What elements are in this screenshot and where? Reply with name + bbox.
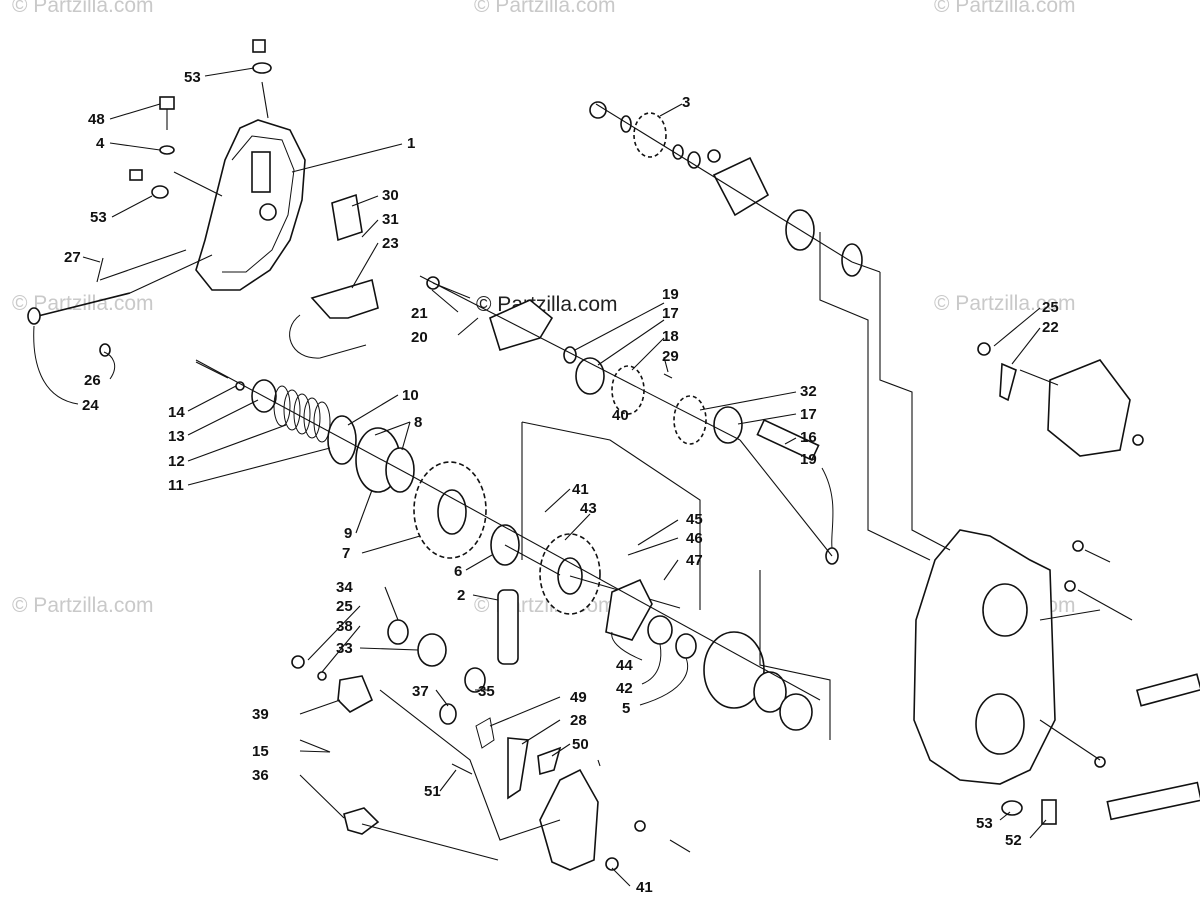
callouts: 53 48 4 53 1 30 31 23 27 26 24 14 13 12 …: [64, 69, 1059, 896]
callout-3: 3: [682, 94, 690, 111]
callout-14: 14: [168, 404, 185, 421]
callout-17: 17: [662, 305, 679, 322]
callout-44: 44: [616, 657, 633, 674]
callout-40: 40: [612, 407, 629, 424]
callout-47: 47: [686, 552, 703, 569]
watermark: © Partzilla.com: [12, 0, 154, 17]
callout-21: 21: [411, 305, 428, 322]
chain-case-cover: [195, 119, 306, 291]
watermark: © Partzilla.com: [934, 0, 1076, 17]
callout-52: 52: [1005, 832, 1022, 849]
callout-1: 1: [407, 135, 415, 152]
callout-26: 26: [84, 372, 101, 389]
callout-49: 49: [570, 689, 587, 706]
callout-19: 19: [800, 451, 817, 468]
callout-4: 4: [96, 135, 105, 152]
leader-lines: [33, 67, 1047, 887]
callout-33: 33: [336, 640, 353, 657]
callout-42: 42: [616, 680, 633, 697]
callout-41: 41: [572, 481, 589, 498]
callout-32: 32: [800, 383, 817, 400]
callout-25: 25: [1042, 299, 1059, 316]
callout-30: 30: [382, 187, 399, 204]
callout-37: 37: [412, 683, 429, 700]
callout-51: 51: [424, 783, 441, 800]
assembly-lines: [99, 81, 1101, 861]
callout-53: 53: [184, 69, 201, 86]
callout-36: 36: [252, 767, 269, 784]
callout-35: 35: [478, 683, 495, 700]
callout-41: 41: [636, 879, 653, 896]
callout-25: 25: [336, 598, 353, 615]
callout-53: 53: [90, 209, 107, 226]
callout-13: 13: [168, 428, 185, 445]
watermark: © Partzilla.com: [474, 0, 616, 17]
callout-2: 2: [457, 587, 465, 604]
watermarks: © Partzilla.com © Partzilla.com © Partzi…: [12, 0, 1076, 617]
part-drawings: [27, 39, 1200, 871]
callout-5: 5: [622, 700, 630, 717]
watermark: © Partzilla.com: [934, 292, 1076, 315]
callout-20: 20: [411, 329, 428, 346]
callout-10: 10: [402, 387, 419, 404]
callout-11: 11: [168, 477, 184, 494]
callout-7: 7: [342, 545, 350, 562]
callout-23: 23: [382, 235, 399, 252]
callout-19: 19: [662, 286, 679, 303]
callout-8: 8: [414, 414, 422, 431]
center-watermark: © Partzilla.com: [476, 293, 618, 316]
callout-24: 24: [82, 397, 99, 414]
callout-29: 29: [662, 348, 679, 365]
callout-27: 27: [64, 249, 81, 266]
callout-43: 43: [580, 500, 597, 517]
callout-31: 31: [382, 211, 399, 228]
callout-9: 9: [344, 525, 352, 542]
callout-17: 17: [800, 406, 817, 423]
callout-15: 15: [252, 743, 269, 760]
watermark: © Partzilla.com: [12, 292, 154, 315]
callout-16: 16: [800, 429, 817, 446]
callout-6: 6: [454, 563, 462, 580]
callout-48: 48: [88, 111, 105, 128]
callout-53: 53: [976, 815, 993, 832]
watermark: © Partzilla.com: [12, 594, 154, 617]
callout-34: 34: [336, 579, 353, 596]
callout-22: 22: [1042, 319, 1059, 336]
callout-28: 28: [570, 712, 587, 729]
callout-38: 38: [336, 618, 353, 635]
callout-45: 45: [686, 511, 703, 528]
callout-12: 12: [168, 453, 185, 470]
spring-coils: [273, 385, 331, 443]
callout-18: 18: [662, 328, 679, 345]
callout-50: 50: [572, 736, 589, 753]
callout-39: 39: [252, 706, 269, 723]
callout-46: 46: [686, 530, 703, 547]
